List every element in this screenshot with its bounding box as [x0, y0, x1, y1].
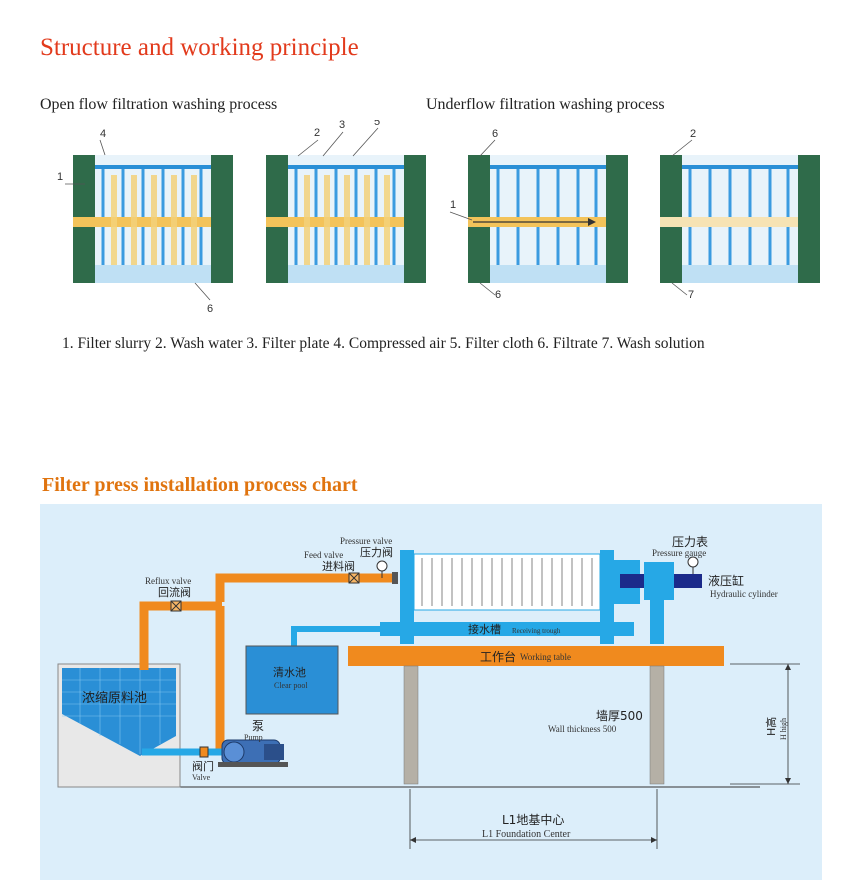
pressure-gauge-icon [687, 556, 699, 568]
filtration-panel-3: 6 1 6 [449, 128, 628, 301]
wall-thickness-en: Wall thickness 500 [548, 724, 617, 734]
label-5: 5 [374, 120, 380, 128]
label-6: 6 [207, 303, 213, 315]
working-table-en: Working table [520, 652, 571, 662]
right-wall [211, 155, 233, 283]
section-title-installation: Filter press installation process chart [42, 474, 358, 496]
label-2: 2 [690, 128, 696, 140]
l1-cn: L1地基中心 [502, 812, 564, 827]
legend-text: 1. Filter slurry 2. Wash water 3. Filter… [62, 335, 705, 352]
hydraulic-cylinder [674, 574, 702, 588]
pump-icon[interactable] [218, 739, 288, 767]
height-en: H high [779, 718, 788, 740]
valve-en: Valve [192, 773, 211, 782]
clear-pool-cn: 清水池 [273, 666, 306, 679]
pressure-valve-icon[interactable] [376, 560, 388, 572]
pressure-gauge-cn: 压力表 [672, 535, 708, 549]
raw-material-tank [57, 663, 181, 788]
working-table [348, 646, 724, 666]
filtration-panel-4: 2 7 [660, 128, 820, 301]
slurry-flow [73, 217, 211, 227]
label-1: 1 [450, 199, 456, 211]
label-3: 3 [339, 120, 345, 131]
reflux-valve-cn: 回流阀 [158, 585, 191, 599]
label-6-top: 6 [492, 128, 498, 140]
filter-press [400, 550, 702, 644]
height-cn: H高 [764, 717, 778, 736]
l1-en: L1 Foundation Center [482, 829, 571, 840]
pump-cn: 泵 [252, 719, 264, 733]
label-2: 2 [314, 127, 320, 139]
underflow-caption: Underflow filtration washing process [426, 96, 665, 113]
feed-valve-connector [392, 572, 398, 584]
pressure-valve-cn: 压力阀 [360, 545, 393, 559]
label-4: 4 [100, 128, 106, 140]
pump-en: Pump [244, 733, 263, 742]
filtration-panel-2: 2 3 5 [266, 120, 426, 283]
reflux-valve-en: Reflux valve [145, 576, 191, 586]
valve-cn: 阀门 [192, 759, 214, 773]
support-walls [403, 665, 665, 785]
section-title-structure: Structure and working principle [40, 34, 359, 61]
pressure-valve-en: Pressure valve [340, 536, 392, 546]
installation-chart: 浓缩原料池 Reflux valve 回流阀 Feed valve 进料阀 Pr… [40, 504, 822, 880]
wall-thickness-cn: 墙厚500 [596, 709, 643, 723]
receiving-trough [380, 622, 634, 636]
pressure-gauge-en: Pressure gauge [652, 548, 706, 558]
label-1: 1 [57, 171, 63, 183]
label-6-bottom: 6 [495, 289, 501, 301]
valve-icon[interactable] [199, 746, 209, 758]
hydraulic-cylinder-en: Hydraulic cylinder [710, 589, 778, 599]
label-7: 7 [688, 289, 694, 301]
clear-pool [245, 645, 339, 715]
feed-valve-en: Feed valve [304, 550, 343, 560]
receiving-trough-en: Receiving trough [512, 627, 561, 635]
tank-label: 浓缩原料池 [82, 690, 147, 706]
filtration-panel-1: 4 1 6 [57, 128, 233, 315]
clear-pool-en: Clear pool [274, 681, 308, 690]
feed-valve-cn: 进料阀 [322, 559, 355, 573]
feed-pipe [139, 573, 392, 749]
hydraulic-cylinder-cn: 液压缸 [708, 573, 744, 588]
receiving-trough-cn: 接水槽 [468, 623, 501, 636]
open-flow-caption: Open flow filtration washing process [40, 96, 278, 113]
working-table-cn: 工作台 [480, 649, 516, 664]
